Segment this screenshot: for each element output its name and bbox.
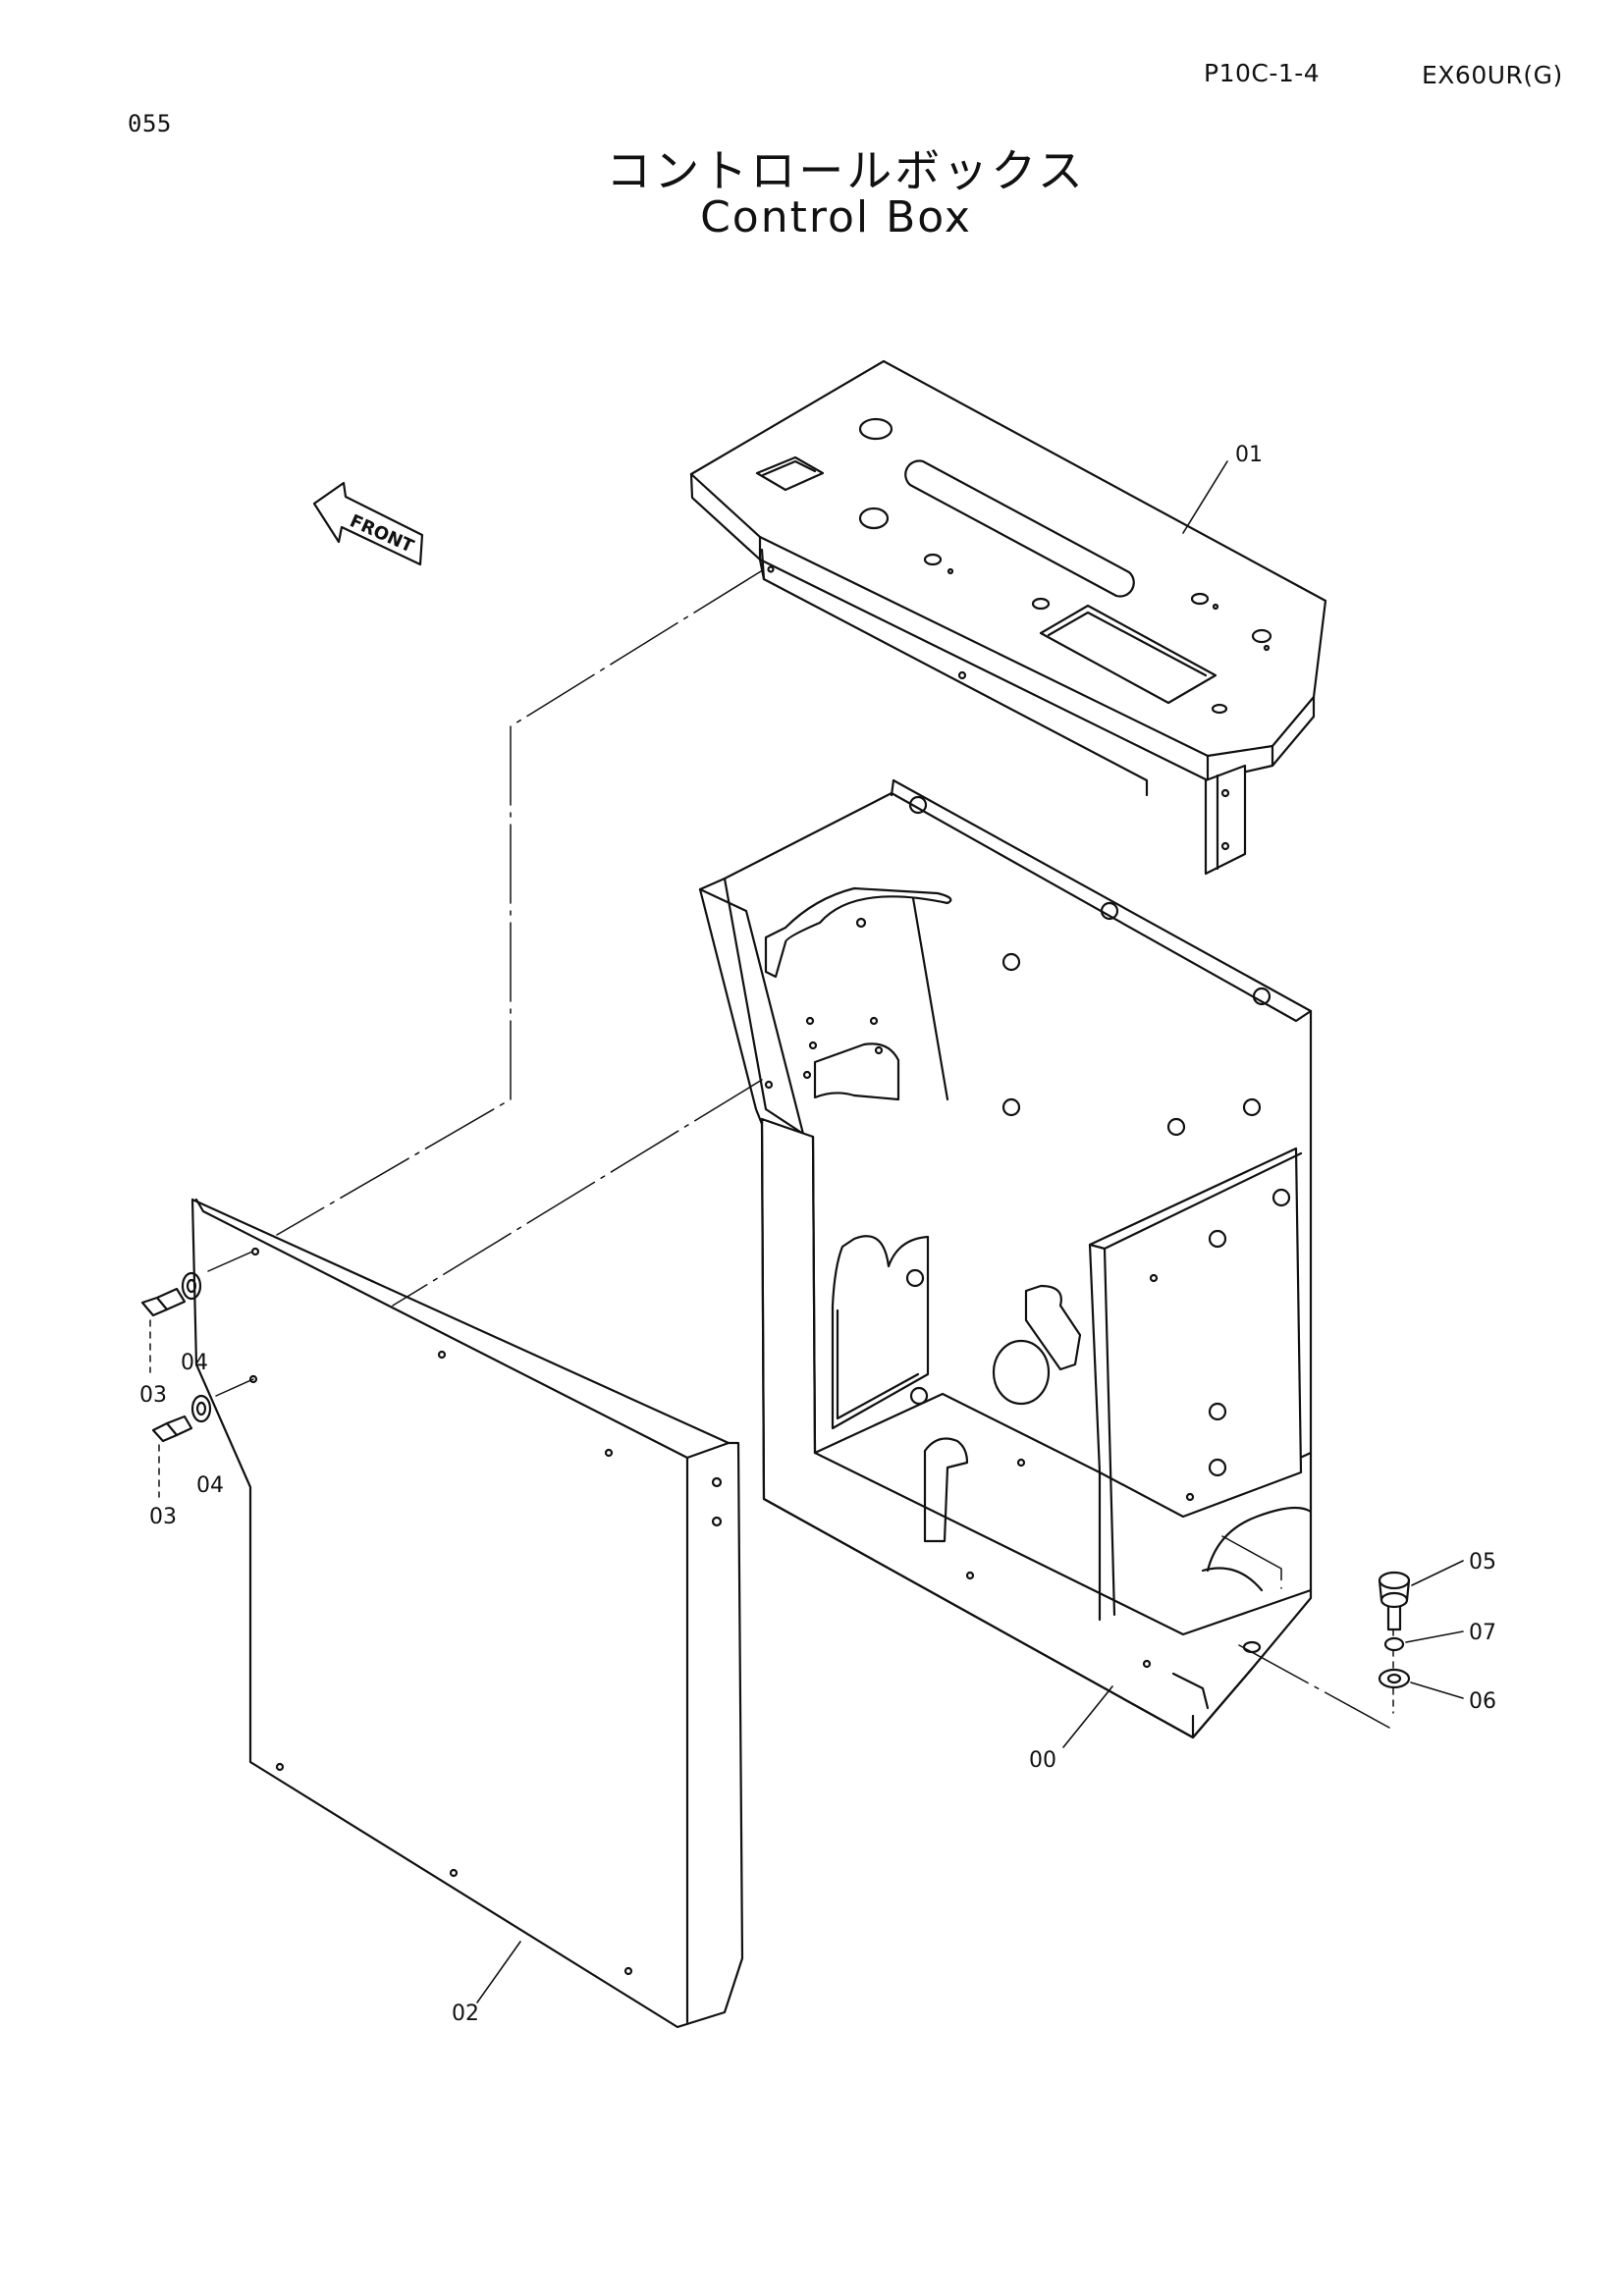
callout-01: 01 (1235, 443, 1263, 467)
top-cover-plate (689, 359, 1327, 876)
callout-04-upper: 04 (181, 1351, 208, 1375)
callout-00: 00 (1029, 1748, 1056, 1773)
page-number: 055 (128, 110, 172, 137)
callout-03-lower: 03 (149, 1505, 177, 1529)
model-code: EX60UR(G) (1422, 61, 1563, 89)
callout-07: 07 (1469, 1621, 1496, 1645)
bolt-03-upper (140, 1287, 187, 1317)
washer-04-upper (181, 1271, 202, 1301)
callout-02: 02 (452, 2002, 479, 2026)
washer-04-lower (190, 1394, 212, 1423)
bolt-03-lower (151, 1415, 193, 1443)
control-box-body (698, 778, 1313, 1739)
title-english: Control Box (700, 192, 972, 242)
callout-05: 05 (1469, 1550, 1496, 1575)
callout-06: 06 (1469, 1689, 1496, 1714)
page-code: P10C-1-4 (1204, 59, 1321, 87)
bolt-05 (1378, 1571, 1411, 1631)
callout-04-lower: 04 (196, 1473, 224, 1498)
front-arrow-icon (312, 481, 424, 566)
spring-washer-07 (1383, 1636, 1405, 1652)
callout-03-upper: 03 (139, 1383, 167, 1408)
title-japanese: コントロールボックス (606, 144, 1086, 197)
washer-06 (1378, 1668, 1411, 1689)
side-panel (190, 1198, 744, 2029)
